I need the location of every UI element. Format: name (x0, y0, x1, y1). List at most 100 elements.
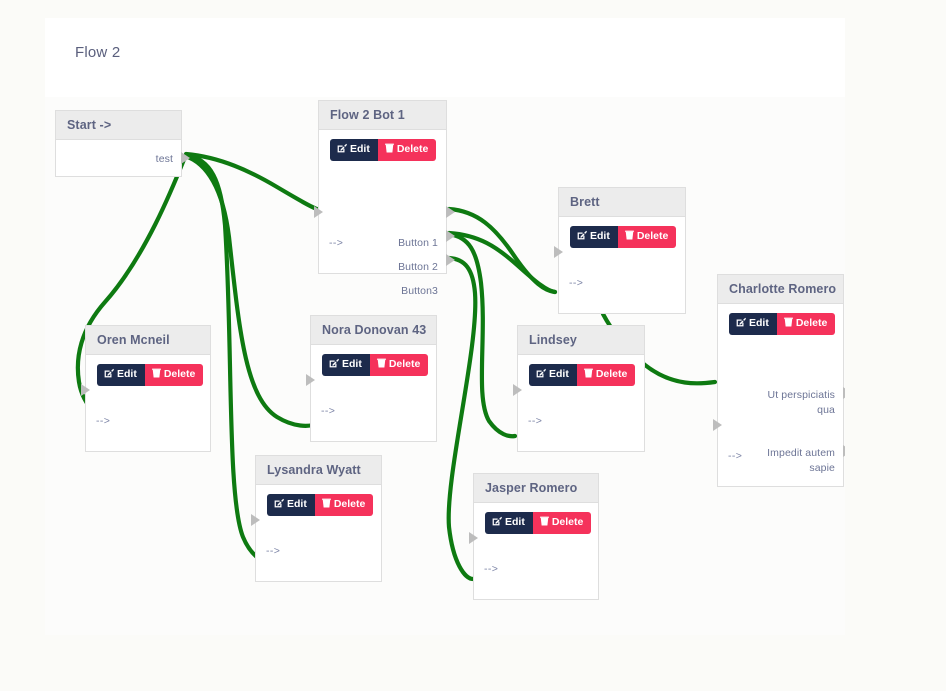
edit-button[interactable]: Edit (322, 354, 370, 376)
node-body: Edit Delete --> (256, 485, 381, 579)
node-title: Brett (559, 188, 685, 217)
edit-button[interactable]: Edit (529, 364, 577, 386)
pencil-square-icon (492, 516, 502, 529)
edit-button[interactable]: Edit (570, 226, 618, 248)
node-body: Edit Delete --> (86, 355, 210, 449)
node-actions: Edit Delete (518, 364, 644, 386)
trash-icon (376, 358, 386, 371)
node-input-port[interactable]: --> (528, 415, 543, 427)
trash-icon (783, 317, 793, 330)
flow-node-nora[interactable]: Nora Donovan 43 Edit Delete --> (306, 315, 437, 442)
node-output-port[interactable]: Button 2 (398, 261, 438, 273)
node-body: Edit Delete --> (518, 355, 644, 449)
flow-edge (446, 206, 558, 295)
node-output-port[interactable]: Button3 (401, 285, 438, 297)
node-title: Flow 2 Bot 1 (319, 101, 446, 130)
node-output-port[interactable]: Button 1 (398, 237, 438, 249)
node-title: Jasper Romero (474, 474, 598, 503)
node-input-port[interactable]: --> (321, 405, 336, 417)
node-title: Start -> (56, 111, 181, 140)
delete-button-label: Delete (396, 143, 429, 155)
edit-button[interactable]: Edit (330, 139, 378, 161)
output-port-marker (843, 387, 845, 399)
edit-button-label: Edit (549, 368, 569, 380)
input-port-marker (554, 246, 563, 258)
node-title: Oren Mcneil (86, 326, 210, 355)
node-output-port[interactable]: Impedit autem sapie (767, 447, 835, 474)
input-port-marker (713, 419, 722, 431)
trash-icon (321, 498, 331, 511)
node-actions: Edit Delete (718, 313, 843, 335)
node-actions: Edit Delete (559, 226, 685, 248)
node-input-port[interactable]: --> (569, 277, 584, 289)
delete-button[interactable]: Delete (314, 494, 374, 516)
delete-button[interactable]: Delete (369, 354, 429, 376)
edit-button-label: Edit (749, 317, 769, 329)
edit-button[interactable]: Edit (267, 494, 315, 516)
pencil-square-icon (577, 230, 587, 243)
pencil-square-icon (329, 358, 339, 371)
delete-button[interactable]: Delete (576, 364, 636, 386)
node-body: Edit Delete --> Button 1 Button 2 Button3 (319, 130, 446, 297)
node-input-port[interactable]: --> (96, 415, 111, 427)
page-title: Flow 2 (75, 44, 121, 61)
delete-button-label: Delete (551, 516, 584, 528)
edit-button[interactable]: Edit (485, 512, 533, 534)
edit-button-label: Edit (287, 498, 307, 510)
node-body: Edit Delete --> (311, 345, 436, 439)
pencil-square-icon (274, 498, 284, 511)
input-port-marker (81, 384, 90, 396)
trash-icon (384, 143, 394, 156)
flow-node-flow2bot1[interactable]: Flow 2 Bot 1 Edit Delete --> Button 1 Button … (314, 100, 455, 297)
node-body: test (56, 140, 181, 174)
trash-icon (151, 368, 161, 381)
delete-button-label: Delete (388, 358, 421, 370)
output-port-marker (446, 206, 455, 218)
node-output-port[interactable]: Ut perspiciatis qua (767, 389, 835, 416)
output-port-marker (181, 152, 190, 164)
node-actions: Edit Delete (319, 139, 446, 161)
node-body: Edit Delete --> (559, 217, 685, 311)
node-actions: Edit Delete (311, 354, 436, 376)
input-port-marker (314, 206, 323, 218)
edit-button[interactable]: Edit (729, 313, 777, 335)
delete-button-label: Delete (795, 317, 828, 329)
delete-button[interactable]: Delete (144, 364, 204, 386)
node-input-port[interactable]: --> (266, 545, 281, 557)
node-input-port[interactable]: --> (728, 450, 743, 462)
trash-icon (583, 368, 593, 381)
delete-button[interactable]: Delete (532, 512, 592, 534)
delete-button[interactable]: Delete (776, 313, 836, 335)
input-port-marker (513, 384, 522, 396)
delete-button-label: Delete (333, 498, 366, 510)
delete-button[interactable]: Delete (377, 139, 437, 161)
node-body: Edit Delete --> (474, 503, 598, 597)
node-title: Charlotte Romero (718, 275, 843, 304)
node-title: Nora Donovan 43 (311, 316, 436, 345)
delete-button-label: Delete (636, 230, 669, 242)
node-input-port[interactable]: --> (329, 237, 344, 249)
flow-edge (446, 230, 558, 295)
output-port-marker (843, 445, 845, 457)
node-actions: Edit Delete (86, 364, 210, 386)
trash-icon (539, 516, 549, 529)
edit-button-label: Edit (350, 143, 370, 155)
delete-button-label: Delete (163, 368, 196, 380)
node-output-port[interactable]: test (155, 153, 173, 165)
pencil-square-icon (337, 143, 347, 156)
output-port-marker (446, 254, 455, 266)
node-input-port[interactable]: --> (484, 563, 499, 575)
trash-icon (624, 230, 634, 243)
pencil-square-icon (536, 368, 546, 381)
delete-button[interactable]: Delete (617, 226, 677, 248)
edit-button[interactable]: Edit (97, 364, 145, 386)
flow-node-start[interactable]: Start -> test (55, 110, 190, 177)
